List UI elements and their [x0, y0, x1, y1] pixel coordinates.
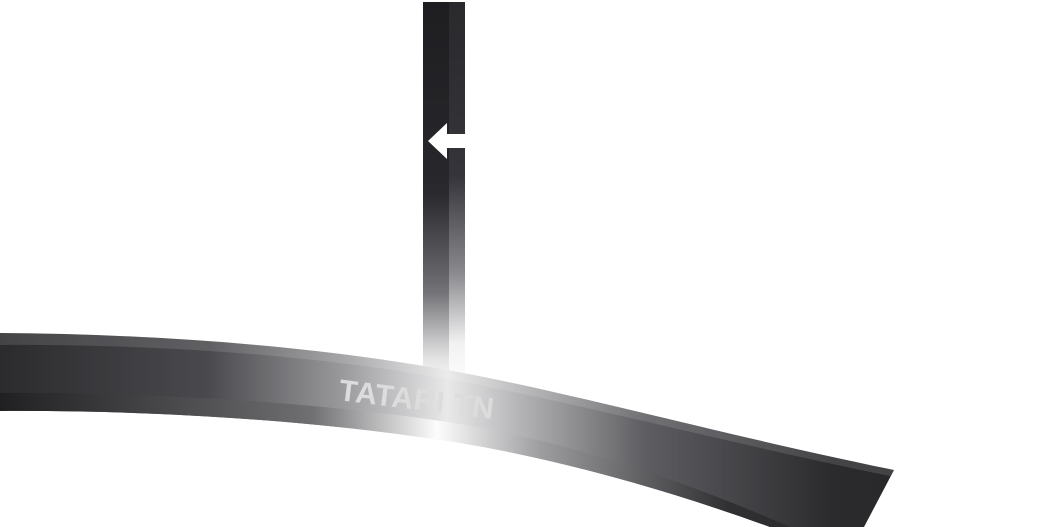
turn-arrow-shape [428, 123, 465, 159]
main-road-lower-edge [0, 392, 790, 527]
main-road [0, 333, 894, 527]
vertical-road-lane-divider [423, 2, 449, 392]
arrow-left-icon [428, 123, 465, 159]
vertical-road [423, 2, 465, 392]
